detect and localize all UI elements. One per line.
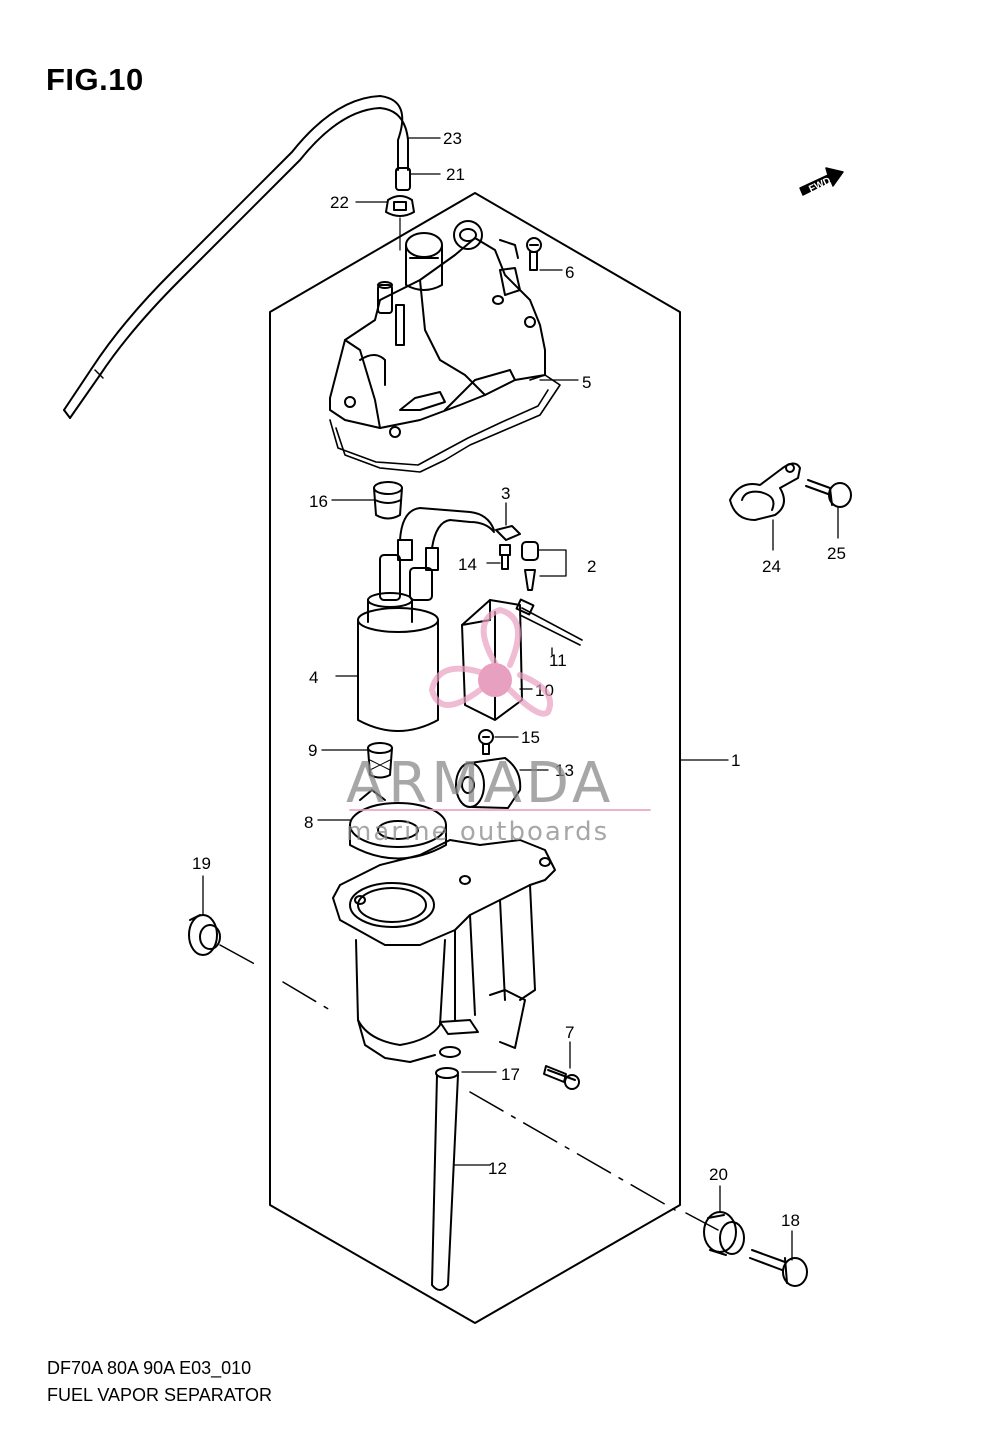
cover-gasket <box>329 374 561 473</box>
separator-cover <box>329 220 546 438</box>
watermark-brand: ARMADA <box>346 751 614 816</box>
callout-20: 20 <box>709 1165 728 1184</box>
callout-4: 4 <box>309 668 318 687</box>
pressure-regulator <box>455 757 522 809</box>
clamp-24 <box>729 462 801 521</box>
screw-15 <box>478 729 494 755</box>
fuel-pump <box>357 539 439 732</box>
callout-25: 25 <box>827 544 846 563</box>
watermark-propeller-icon <box>429 607 553 717</box>
callout-22: 22 <box>330 193 349 212</box>
callout-16: 16 <box>309 492 328 511</box>
bolt-25 <box>805 479 852 508</box>
callout-21: 21 <box>446 165 465 184</box>
fwd-label: FWD <box>807 176 832 196</box>
pump-wiring <box>399 507 495 549</box>
screw-6 <box>499 237 542 271</box>
fwd-arrow-icon: FWD <box>799 167 844 196</box>
callout-23: 23 <box>443 129 462 148</box>
bolt-18 <box>749 1249 808 1287</box>
callout-9: 9 <box>308 741 317 760</box>
drain-hose <box>431 1067 459 1291</box>
grommet-16 <box>373 481 403 520</box>
callout-11: 11 <box>549 651 567 670</box>
long-hose <box>63 95 409 419</box>
assembly-outline <box>269 192 681 1324</box>
nut-2 <box>521 541 539 591</box>
callout-2: 2 <box>587 557 596 576</box>
callout-15: 15 <box>521 728 540 747</box>
callout-19: 19 <box>192 854 211 873</box>
screw-7 <box>543 1065 580 1090</box>
filter-9 <box>367 742 393 779</box>
callout-labels: 1 2 3 4 5 6 7 8 9 10 11 12 13 14 15 16 1… <box>192 129 846 1230</box>
callout-1: 1 <box>731 751 740 770</box>
terminal-3 <box>495 525 521 541</box>
o-ring-17 <box>439 1046 461 1058</box>
callout-24: 24 <box>762 557 781 576</box>
short-hose <box>395 167 411 191</box>
callout-14: 14 <box>458 555 477 574</box>
separator-body <box>332 839 556 1063</box>
bolt-14 <box>499 544 511 570</box>
watermark: ARMADA marine outboards <box>346 607 651 847</box>
watermark-tagline: marine outboards <box>346 817 609 847</box>
diagram-title: FUEL VAPOR SEPARATOR <box>47 1385 273 1405</box>
grommet-19 <box>188 914 221 956</box>
model-code: DF70A 80A 90A E03_010 <box>47 1358 252 1378</box>
pump-holder <box>349 789 447 860</box>
figure-title: FIG.10 <box>46 62 144 97</box>
callout-12: 12 <box>488 1159 507 1178</box>
hose-clip <box>385 195 415 217</box>
grommet-20 <box>703 1211 745 1256</box>
callout-7: 7 <box>565 1023 574 1042</box>
wire-11 <box>515 598 583 646</box>
callout-8: 8 <box>304 813 313 832</box>
callout-3: 3 <box>501 484 510 503</box>
callout-5: 5 <box>582 373 591 392</box>
leader-lines <box>202 137 839 1261</box>
callout-17: 17 <box>501 1065 520 1084</box>
callout-18: 18 <box>781 1211 800 1230</box>
assembly-axis-lines <box>219 944 719 1231</box>
callout-6: 6 <box>565 263 574 282</box>
callout-13: 13 <box>555 761 574 780</box>
